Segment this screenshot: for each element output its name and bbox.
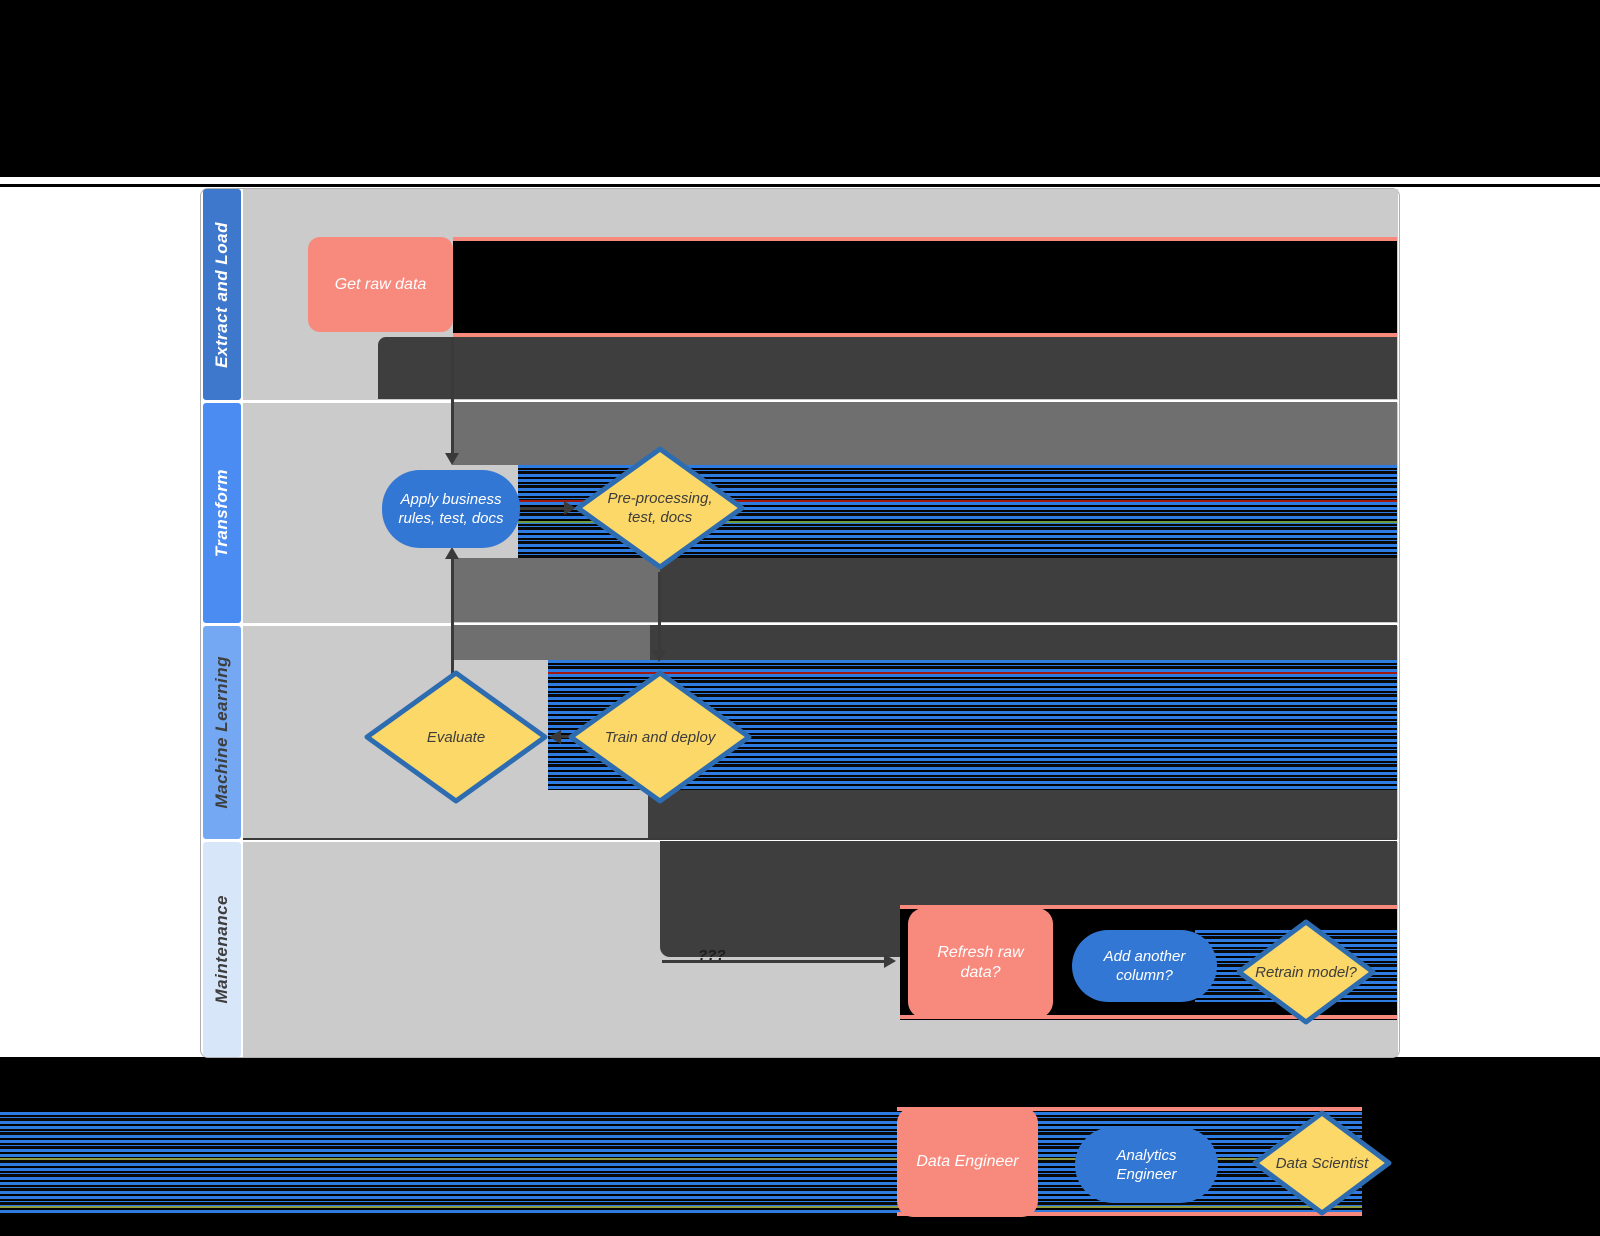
glitch-smear [660, 558, 1397, 622]
lane-label: Maintenance [212, 895, 231, 1004]
node-refresh-raw-data[interactable]: Refresh raw data? [908, 908, 1053, 1018]
legend-data-scientist[interactable] [1252, 1110, 1392, 1216]
arrow-right-icon [884, 954, 896, 968]
connector-train-to-refresh [662, 960, 888, 963]
glitch-smear [452, 558, 660, 622]
glitch-smear [900, 905, 1397, 909]
arrow-down-icon [445, 453, 459, 465]
connector-apply-to-preprocessing [520, 507, 566, 510]
lane-label: Extract and Load [212, 221, 231, 368]
glitch-smear [660, 841, 1397, 905]
decision-diamond-icon [575, 446, 745, 570]
decision-diamond-icon [364, 670, 548, 804]
node-retrain-model[interactable] [1236, 919, 1376, 1025]
lane-label: Transform [212, 468, 231, 558]
lane-header-maintenance[interactable]: Maintenance [203, 842, 241, 1057]
arrow-up-icon [445, 547, 459, 559]
node-add-another-column[interactable]: Add another column? [1072, 930, 1217, 1002]
node-label: Apply business rules, test, docs [398, 491, 504, 527]
legend-label: Data Engineer [916, 1153, 1019, 1170]
lane-header-machine-learning[interactable]: Machine Learning [203, 626, 241, 839]
connector-getdata-to-apply [451, 337, 454, 457]
node-evaluate[interactable] [364, 670, 548, 804]
glitch-smear [452, 625, 650, 660]
lane-header-extract-and-load[interactable]: Extract and Load [203, 189, 241, 400]
legend-label: Analytics Engineer [1116, 1147, 1177, 1183]
page-top-edge [0, 177, 1600, 184]
arrow-left-icon [549, 730, 561, 744]
glitch-smear [378, 337, 1397, 399]
glitch-smear [453, 237, 1397, 241]
decision-diamond-icon [1252, 1110, 1392, 1216]
node-label: Get raw data [334, 275, 427, 293]
glitch-top-line [0, 184, 1600, 187]
glitch-smear [518, 521, 1397, 523]
node-get-raw-data[interactable]: Get raw data [308, 237, 453, 332]
node-train-and-deploy[interactable] [568, 670, 752, 804]
glitch-smear [0, 1158, 1362, 1160]
glitch-smear [548, 672, 1397, 674]
connector-evaluate-to-apply [451, 559, 454, 677]
glitch-smear [648, 790, 1397, 838]
legend-analytics-engineer[interactable]: Analytics Engineer [1075, 1127, 1218, 1203]
connector-label: ??? [698, 947, 726, 964]
node-label: Add another column? [1103, 948, 1186, 984]
glitch-smear [897, 1212, 1362, 1216]
decision-diamond-icon [568, 670, 752, 804]
glitch-smear [897, 1107, 1362, 1111]
decision-diamond-icon [1236, 919, 1376, 1025]
glitch-smear [453, 333, 1397, 337]
connector-preprocessing-to-train [658, 572, 661, 652]
lane-label: Machine Learning [212, 656, 231, 809]
legend-data-engineer[interactable]: Data Engineer [897, 1107, 1038, 1217]
arrow-right-icon [564, 501, 576, 515]
glitch-smear [0, 1206, 1362, 1208]
node-apply-business-rules[interactable]: Apply business rules, test, docs [382, 470, 520, 548]
glitch-smear [452, 402, 1397, 465]
lane-divider-dark [243, 838, 1397, 840]
lane-header-transform[interactable]: Transform [203, 403, 241, 623]
glitch-smear [518, 500, 1397, 502]
node-label: Refresh raw data? [937, 944, 1024, 981]
glitch-smear [453, 241, 1397, 333]
node-preprocessing[interactable] [575, 446, 745, 570]
glitch-smear [660, 905, 900, 957]
glitch-smear [650, 625, 1397, 660]
arrow-down-icon [652, 650, 666, 662]
connector-train-to-evaluate [560, 735, 573, 738]
glitch-smear [900, 1015, 1397, 1019]
